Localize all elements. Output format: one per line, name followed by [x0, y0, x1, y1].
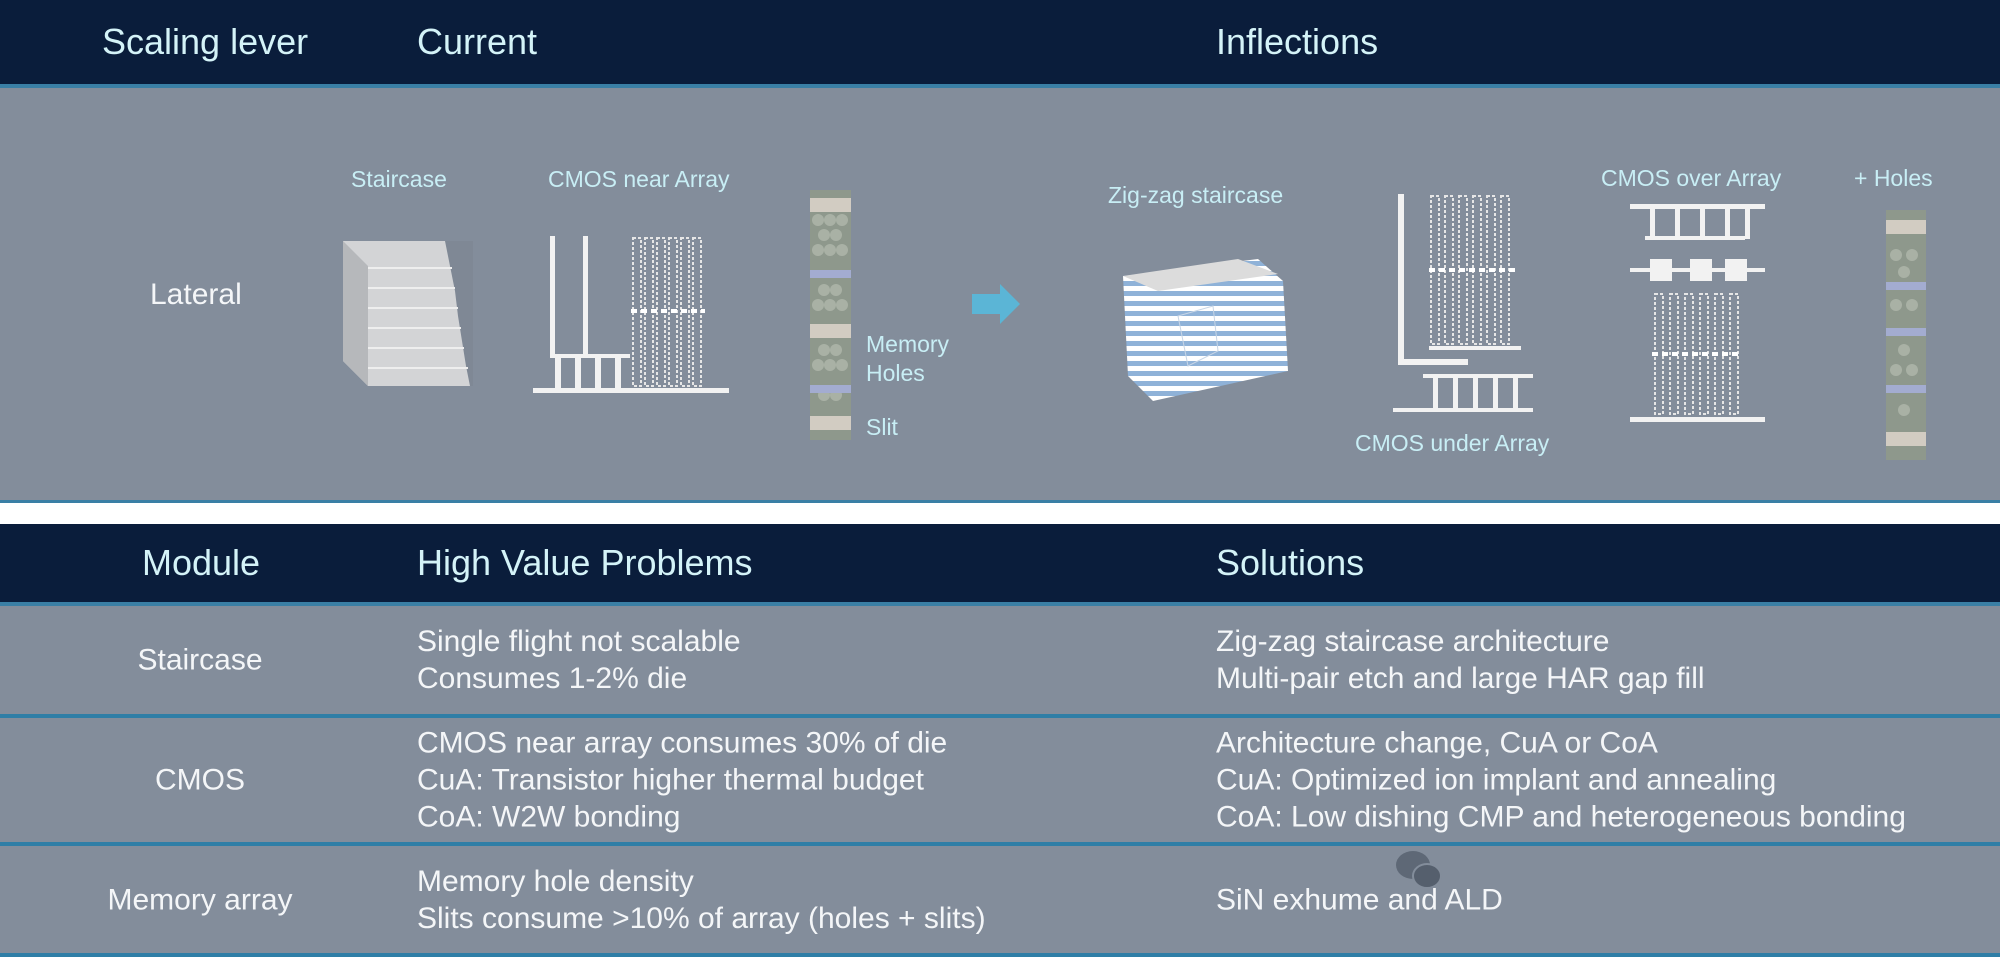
staircase-figure: [343, 241, 473, 386]
header-module: Module: [142, 542, 261, 583]
cmos-under-array-label: CMOS under Array: [1355, 430, 1550, 456]
memory-holes-label: Memory Holes: [866, 331, 950, 386]
solution-line: Zig-zag staircase architecture: [1216, 625, 1610, 658]
solution-line: CoA: Low dishing CMP and heterogeneous b…: [1216, 800, 1906, 834]
lateral-panel: Lateral Staircase CMOS near Array Memory…: [0, 88, 2000, 503]
header-current: Current: [417, 21, 538, 62]
header-scaling-lever: Scaling lever: [102, 21, 309, 62]
problem-line: CuA: Transistor higher thermal budget: [417, 763, 924, 797]
problem-line: Single flight not scalable: [417, 625, 741, 658]
problems-cell: Memory hole density Slits consume >10% o…: [417, 863, 986, 937]
cmos-over-array-label: CMOS over Array: [1601, 165, 1782, 191]
module-header: Module High Value Problems Solutions: [0, 524, 2000, 606]
cmos-over-array-figure: [1630, 204, 1765, 422]
holes-label: + Holes: [1854, 165, 1933, 191]
table-row-cmos: CMOS CMOS near array consumes 30% of die…: [0, 718, 2000, 846]
module-cell: Memory array: [107, 883, 293, 916]
wechat-icon: [1396, 851, 1442, 889]
module-cell: CMOS: [155, 763, 245, 797]
lateral-label: Lateral: [150, 278, 242, 311]
solutions-cell: SiN exhume and ALD: [1216, 881, 1503, 918]
module-cell: Staircase: [137, 643, 263, 677]
slit-label: Slit: [866, 414, 898, 440]
memory-holes-slit-figure: [810, 190, 851, 440]
solution-line: Architecture change, CuA or CoA: [1216, 726, 1658, 760]
wechat-watermark: [1395, 848, 1443, 892]
solution-line: Multi-pair etch and large HAR gap fill: [1216, 662, 1705, 695]
solutions-cell: Zig-zag staircase architecture Multi-pai…: [1216, 623, 1705, 697]
solution-line: SiN exhume and ALD: [1216, 883, 1503, 916]
cmos-near-array-label: CMOS near Array: [548, 166, 730, 192]
solution-line: CuA: Optimized ion implant and annealing: [1216, 763, 1777, 797]
holes-figure: [1886, 210, 1926, 460]
header-inflections: Inflections: [1216, 21, 1379, 62]
solutions-cell: Architecture change, CuA or CoA CuA: Opt…: [1216, 725, 1906, 836]
scaling-header: Scaling lever Current Inflections: [0, 0, 2000, 88]
table-row-memory-array: Memory array Memory hole density Slits c…: [0, 846, 2000, 957]
cmos-under-array-figure: [1393, 194, 1533, 412]
problem-line: Slits consume >10% of array (holes + sli…: [417, 901, 986, 935]
header-high-value-problems: High Value Problems: [417, 542, 753, 583]
problems-cell: Single flight not scalable Consumes 1-2%…: [417, 623, 741, 697]
arrow-icon: [972, 284, 1020, 324]
table-row-staircase: Staircase Single flight not scalable Con…: [0, 606, 2000, 718]
problem-line: CoA: W2W bonding: [417, 800, 681, 834]
problem-line: CMOS near array consumes 30% of die: [417, 726, 948, 760]
staircase-label: Staircase: [351, 166, 447, 192]
cmos-near-array-figure: [533, 236, 729, 393]
problems-cell: CMOS near array consumes 30% of die CuA:…: [417, 725, 947, 836]
problem-line: Memory hole density: [417, 864, 694, 898]
problem-line: Consumes 1-2% die: [417, 662, 688, 695]
zigzag-staircase-figure: [1123, 259, 1288, 401]
zigzag-label: Zig-zag staircase: [1108, 182, 1284, 208]
header-solutions: Solutions: [1216, 542, 1365, 583]
